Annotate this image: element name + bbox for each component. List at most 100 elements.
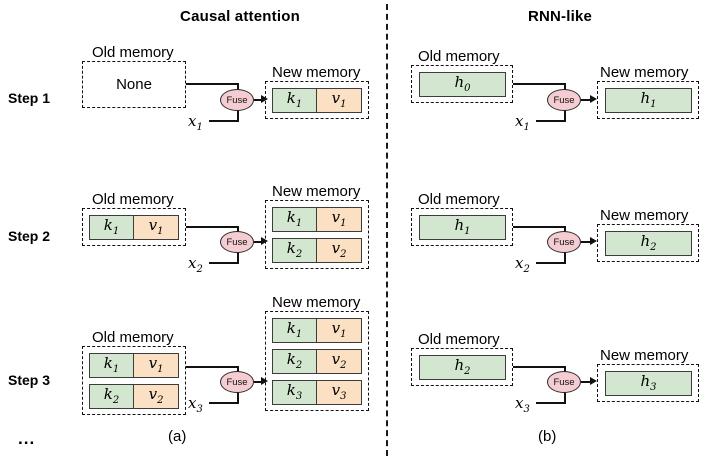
key-cell: k1 [90,216,135,239]
input-label-a1: x1 [188,112,203,133]
old-memory-box-a2: k1 v1 [82,208,186,246]
wire-fuse-out-b2 [581,241,590,243]
wire-old-to-fuse-b2 [513,226,566,228]
wire-input-riser-b1 [564,110,566,122]
state-cell-b2-new: h2 [605,231,692,256]
new-memory-box-a1: k1 v1 [265,81,369,119]
value-cell: v3 [317,381,361,404]
arrow-head-a2 [261,237,268,245]
panel-title-causal-attention: Causal attention [180,8,300,25]
kv-cell-a2-old-r1: k1 v1 [89,215,179,240]
wire-input-riser-a2 [237,252,239,264]
value-cell: v1 [134,216,178,239]
subcaption-b: (b) [538,428,557,445]
new-memory-caption-b2: New memory [600,207,689,224]
wire-fuse-out-b3 [581,381,590,383]
key-cell: k2 [273,239,318,262]
kv-cell-a1-r1: k1 v1 [272,88,362,113]
wire-input-riser-a3 [237,392,239,404]
panel-divider [386,4,388,456]
state-cell-b3-old: h2 [419,355,506,380]
wire-input-riser-b3 [564,392,566,404]
input-label-b2: x2 [515,254,530,275]
wire-input-riser-b2 [564,252,566,264]
old-memory-box-b3: h2 [411,348,513,386]
new-memory-caption-a2: New memory [272,183,361,200]
old-memory-box-a1: None [82,61,186,108]
new-memory-caption-b1: New memory [600,64,689,81]
wire-fuse-out-a1 [254,99,262,101]
old-memory-caption-a1: Old memory [92,44,174,61]
kv-cell-a3-old-r1: k1 v1 [89,353,179,378]
arrow-head-b3 [590,377,597,385]
fuse-node-b1[interactable]: Fuse [547,89,581,111]
kv-cell-a3-new-r1: k1 v1 [272,318,362,343]
state-cell-b3-new: h3 [605,371,692,396]
wire-fuse-out-b1 [581,99,590,101]
kv-cell-a3-new-r3: k3 v3 [272,380,362,405]
key-cell: k1 [90,354,135,377]
kv-cell-a2-new-r2: k2 v2 [272,238,362,263]
new-memory-box-b2: h2 [597,224,699,262]
wire-old-to-fuse-a3 [186,366,239,368]
wire-old-to-fuse-b1 [513,83,566,85]
old-memory-box-b2: h1 [411,208,513,246]
fuse-node-b2[interactable]: Fuse [547,231,581,253]
step-label-3: Step 3 [8,372,51,388]
old-memory-caption-b3: Old memory [418,331,500,348]
key-cell: k2 [273,350,318,373]
value-cell: v1 [317,208,361,231]
wire-input-b3 [536,402,566,404]
wire-input-b2 [536,262,566,264]
input-label-a3: x3 [188,394,203,415]
arrow-head-b1 [590,95,597,103]
old-memory-empty-text-a1: None [116,76,152,93]
state-cell-b1-old: h0 [419,72,506,97]
value-cell: v2 [317,350,361,373]
wire-fuse-out-a3 [254,381,262,383]
panel-title-rnn-like: RNN-like [527,8,593,25]
value-cell: v2 [134,385,178,408]
fuse-node-a1[interactable]: Fuse [220,89,254,111]
value-cell: v1 [317,319,361,342]
key-cell: k3 [273,381,318,404]
key-cell: k2 [90,385,135,408]
arrow-head-a3 [261,377,268,385]
new-memory-caption-b3: New memory [600,347,689,364]
wire-old-to-fuse-b3 [513,366,566,368]
wire-old-to-fuse-a2 [186,226,239,228]
old-memory-caption-b1: Old memory [418,48,500,65]
fuse-node-a2[interactable]: Fuse [220,231,254,253]
old-memory-caption-a2: Old memory [92,191,174,208]
arrow-head-a1 [261,95,268,103]
kv-cell-a3-old-r2: k2 v2 [89,384,179,409]
new-memory-box-b3: h3 [597,364,699,402]
wire-input-a1 [209,120,239,122]
wire-fuse-out-a2 [254,241,262,243]
fuse-node-a3[interactable]: Fuse [220,371,254,393]
wire-input-b1 [536,120,566,122]
value-cell: v1 [134,354,178,377]
step-label-1: Step 1 [8,90,51,106]
new-memory-box-a3: k1 v1 k2 v2 k3 v3 [265,311,369,411]
input-label-a2: x2 [188,254,203,275]
subcaption-a: (a) [168,428,187,445]
key-cell: k1 [273,319,318,342]
input-label-b1: x1 [515,112,530,133]
old-memory-box-b1: h0 [411,65,513,103]
steps-ellipsis: ... [18,429,36,448]
new-memory-box-a2: k1 v1 k2 v2 [265,200,369,269]
old-memory-caption-b2: Old memory [418,191,500,208]
key-cell: k1 [273,208,318,231]
input-label-b3: x3 [515,394,530,415]
value-cell: v2 [317,239,361,262]
wire-input-riser-a1 [237,110,239,122]
wire-old-to-fuse-a1 [186,83,239,85]
step-label-2: Step 2 [8,228,51,244]
fuse-node-b3[interactable]: Fuse [547,371,581,393]
value-cell: v1 [317,89,361,112]
key-cell: k1 [273,89,318,112]
wire-input-a3 [209,402,239,404]
old-memory-caption-a3: Old memory [92,329,174,346]
kv-cell-a2-new-r1: k1 v1 [272,207,362,232]
